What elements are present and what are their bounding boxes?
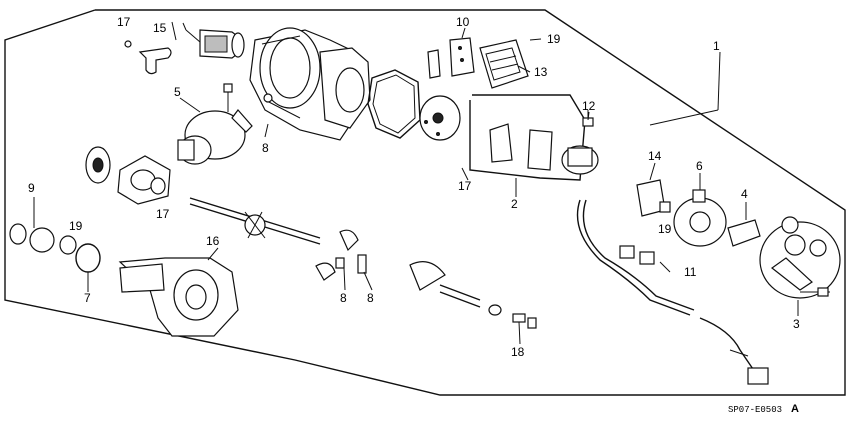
- callout-3: 3: [793, 317, 800, 331]
- part-2-pickup-group: [469, 94, 599, 181]
- part-9-coupling: [9, 223, 77, 255]
- part-11-harness: [576, 199, 769, 385]
- callout-17c: 17: [156, 207, 170, 221]
- part-6-plate: [673, 189, 727, 247]
- part-5-vacuum-unit: [177, 83, 253, 165]
- bearing-housing: [117, 155, 171, 205]
- part-7-oring: [75, 243, 101, 273]
- callout-1: 1: [713, 39, 720, 53]
- drawing-code-text: SP07-E0503: [728, 405, 782, 415]
- part-17-clamp: [124, 40, 172, 75]
- bearing: [85, 146, 111, 184]
- callout-6: 6: [696, 159, 703, 173]
- callout-19c: 19: [658, 222, 672, 236]
- callout-8b: 8: [340, 291, 347, 305]
- main-shaft: [189, 197, 321, 245]
- callout-13: 13: [534, 65, 548, 79]
- distributor-housing: [249, 27, 371, 141]
- breaker-plate: [419, 95, 461, 141]
- callout-10: 10: [456, 15, 470, 29]
- callout-17a: 17: [117, 15, 131, 29]
- callout-12: 12: [582, 99, 596, 113]
- callout-9: 9: [28, 181, 35, 195]
- callout-19b: 19: [69, 219, 83, 233]
- gasket: [367, 69, 421, 139]
- part-14-condenser: [636, 179, 671, 217]
- part-10-plate: [427, 37, 475, 79]
- drawing-code: SP07-E0503 A: [728, 403, 799, 415]
- callout-11: 11: [684, 265, 697, 279]
- callout-15: 15: [153, 21, 167, 35]
- callouts: 1 2 3 4 5 6 7 8 8 8 9 10 11 12 13 14 15 …: [28, 15, 800, 359]
- callout-19a: 19: [547, 32, 561, 46]
- part-16-base: [118, 257, 239, 337]
- assembly-boundary: [4, 9, 846, 396]
- callout-8c: 8: [367, 291, 374, 305]
- callout-4: 4: [741, 187, 748, 201]
- leader-lines: [33, 21, 799, 345]
- callout-8a: 8: [262, 141, 269, 155]
- part-4-rotor: [727, 219, 761, 247]
- callout-18: 18: [511, 345, 525, 359]
- cam-shaft: [409, 261, 537, 329]
- callout-16: 16: [206, 234, 220, 248]
- part-13-igniter: [479, 39, 529, 89]
- part-3-cap: [759, 216, 841, 299]
- callout-14: 14: [648, 149, 662, 163]
- callout-17b: 17: [458, 179, 472, 193]
- governor-weights: [315, 229, 367, 281]
- drawing-code-suffix: A: [791, 403, 799, 415]
- callout-2: 2: [511, 197, 518, 211]
- part-15-sensor: [185, 29, 245, 59]
- callout-5: 5: [174, 85, 181, 99]
- callout-7: 7: [84, 291, 91, 305]
